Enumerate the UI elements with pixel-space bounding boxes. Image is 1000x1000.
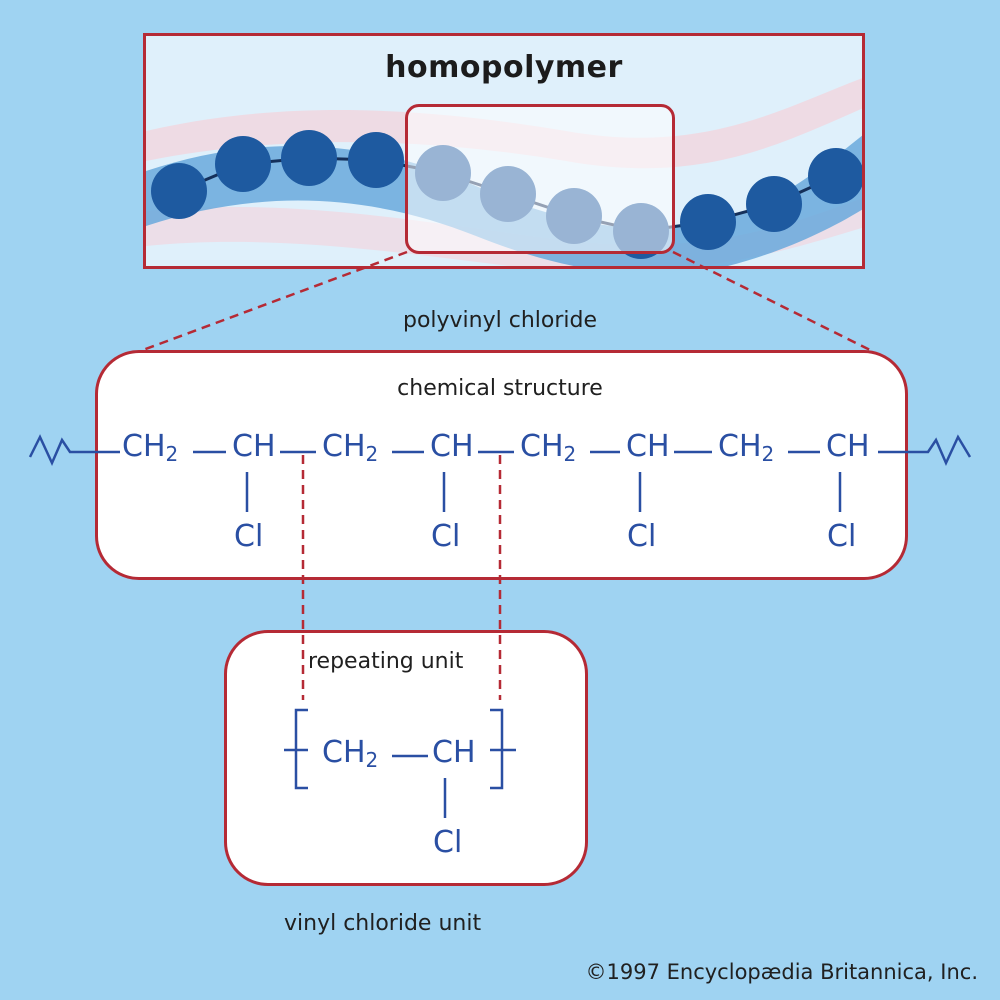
monomer-bead — [151, 163, 207, 219]
chain-chlorine-3: Cl — [627, 519, 657, 554]
polymer-name-label: polyvinyl chloride — [402, 308, 598, 333]
monomer-bead — [746, 176, 802, 232]
copyright-notice: ©1997 Encyclopædia Britannica, Inc. — [585, 960, 978, 984]
chain-chlorine-4: Cl — [827, 519, 857, 554]
monomer-bead — [215, 136, 271, 192]
unit-group-2: CH — [432, 735, 476, 770]
chain-group-3: CH2 — [322, 429, 379, 466]
chain-group-5: CH2 — [520, 429, 577, 466]
unit-group-1: CH2 — [322, 735, 379, 772]
chain-group-7: CH2 — [718, 429, 775, 466]
chain-group-4: CH — [430, 429, 474, 464]
repeating-unit-label: repeating unit — [308, 649, 464, 674]
diagram-title: homopolymer — [385, 50, 623, 85]
unit-chlorine: Cl — [433, 825, 463, 860]
chain-chlorine-2: Cl — [431, 519, 461, 554]
chain-chlorine-1: Cl — [234, 519, 264, 554]
monomer-label: vinyl chloride unit — [284, 911, 482, 936]
chain-group-2: CH — [232, 429, 276, 464]
monomer-bead — [680, 194, 736, 250]
monomer-bead — [348, 132, 404, 188]
monomer-bead — [808, 148, 862, 204]
chemical-structure-label: chemical structure — [397, 376, 603, 401]
zoom-highlight-window — [405, 104, 675, 254]
chemical-structure-box — [95, 350, 908, 580]
chain-group-8: CH — [826, 429, 870, 464]
repeating-unit-box — [224, 630, 588, 886]
chain-group-1: CH2 — [122, 429, 179, 466]
chain-group-6: CH — [626, 429, 670, 464]
monomer-bead — [281, 130, 337, 186]
